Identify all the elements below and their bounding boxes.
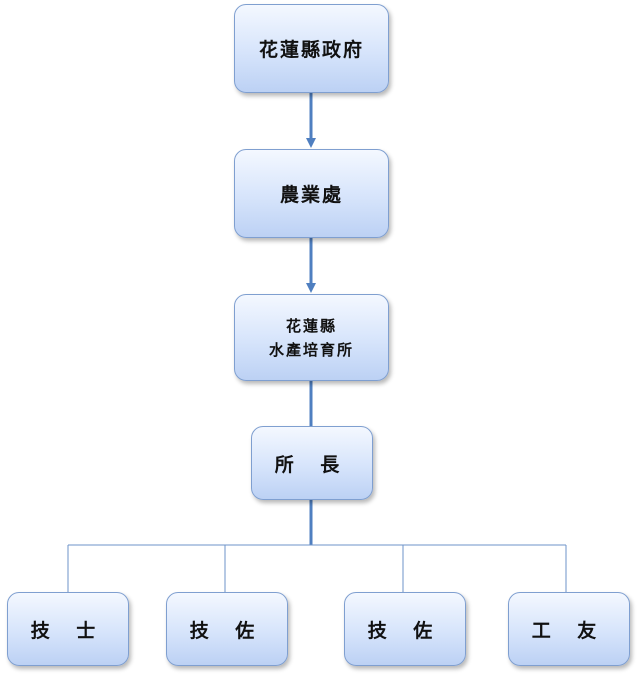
aquaculture-hatchery-label-line1: 花蓮縣: [285, 316, 337, 335]
aquaculture-hatchery-label: 花蓮縣 水產培育所: [269, 314, 354, 362]
agriculture-department-label: 農業處: [279, 184, 343, 206]
assistant-technician-1-label: 技 佐: [189, 619, 265, 642]
node-agriculture-department: 農業處: [234, 149, 389, 238]
node-assistant-technician-2: 技 佐: [344, 592, 466, 666]
technician-label: 技 士: [30, 619, 106, 642]
node-county-government: 花蓮縣政府: [234, 4, 389, 93]
worker-label: 工 友: [531, 619, 607, 642]
node-aquaculture-hatchery: 花蓮縣 水產培育所: [234, 294, 389, 381]
node-technician: 技 士: [7, 592, 129, 666]
county-government-label: 花蓮縣政府: [258, 39, 364, 61]
aquaculture-hatchery-label-line2: 水產培育所: [268, 340, 354, 359]
node-worker: 工 友: [508, 592, 630, 666]
assistant-technician-2-label: 技 佐: [367, 619, 443, 642]
node-assistant-technician-1: 技 佐: [166, 592, 288, 666]
node-director: 所 長: [251, 426, 373, 500]
director-label: 所 長: [274, 453, 350, 476]
